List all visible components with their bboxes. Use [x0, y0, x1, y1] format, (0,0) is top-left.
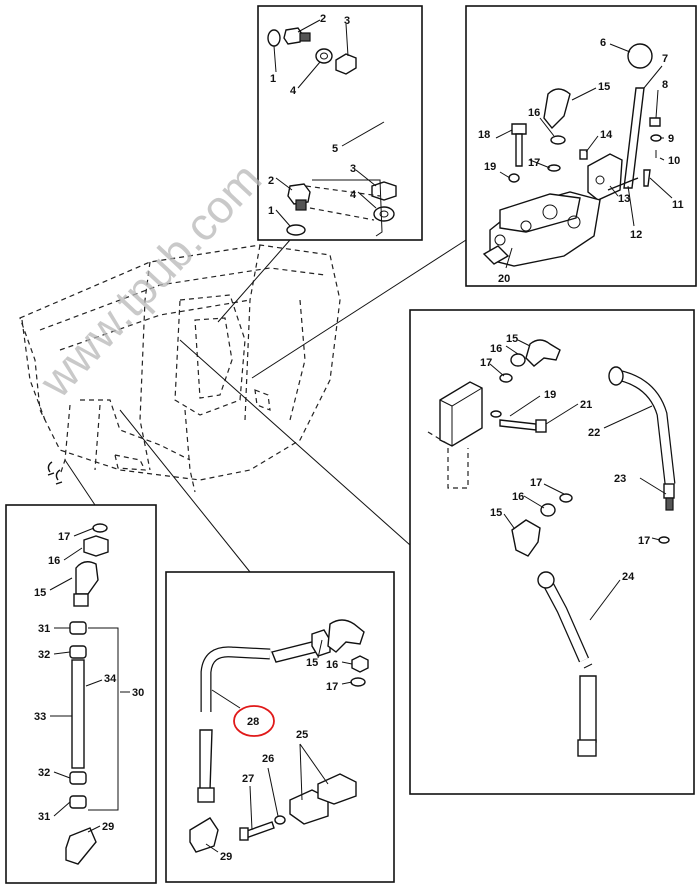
watermark-text: www.tpub.com [29, 153, 272, 408]
callout-r22: 22 [588, 427, 600, 439]
callout-l31: 31 [38, 623, 50, 635]
box-fittings-top: 2 3 1 4 5 3 2 4 1 [257, 5, 423, 241]
callout-r17c: 17 [638, 535, 650, 547]
callout-3b: 3 [350, 163, 356, 175]
callout-r17b: 17 [530, 477, 542, 489]
callout-12: 12 [630, 229, 642, 241]
callout-16: 16 [528, 107, 540, 119]
callout-r19: 19 [544, 389, 556, 401]
callout-14: 14 [600, 129, 613, 141]
callout-b16: 16 [326, 659, 338, 671]
callout-b29: 29 [220, 851, 232, 863]
callout-l33: 33 [34, 711, 46, 723]
callout-l32b: 32 [38, 767, 50, 779]
callout-b27: 27 [242, 773, 254, 785]
callout-b28: 28 [247, 716, 259, 728]
highlight-circle [233, 705, 275, 737]
box-tube-clamps: 15 16 17 28 25 26 27 29 [165, 571, 395, 883]
main-assembly [19, 244, 341, 493]
callout-4b: 4 [350, 189, 357, 201]
callout-4: 4 [290, 85, 297, 97]
callout-1b: 1 [268, 205, 274, 217]
callout-r24: 24 [622, 571, 635, 583]
callout-l17: 17 [58, 531, 70, 543]
callout-9: 9 [668, 133, 674, 145]
callout-b25: 25 [296, 729, 308, 741]
callout-r23: 23 [614, 473, 626, 485]
box-tube-assembly: 17 16 15 31 32 34 30 33 32 31 29 [5, 504, 157, 884]
callout-20: 20 [498, 273, 510, 285]
callout-l16: 16 [48, 555, 60, 567]
callout-13: 13 [618, 193, 630, 205]
callout-15: 15 [598, 81, 610, 93]
callout-6: 6 [600, 37, 606, 49]
callout-l32: 32 [38, 649, 50, 661]
callout-r16b: 16 [512, 491, 524, 503]
callout-r15: 15 [506, 333, 518, 345]
callout-l29: 29 [102, 821, 114, 833]
leader-lines [64, 239, 467, 573]
callout-11: 11 [672, 199, 684, 211]
callout-19: 19 [484, 161, 496, 173]
callout-1: 1 [270, 73, 276, 85]
callout-b17: 17 [326, 681, 338, 693]
callout-r16: 16 [490, 343, 502, 355]
box-hydraulic-tubes: 16 15 17 19 21 22 17 23 16 15 17 24 [409, 309, 695, 795]
callout-17: 17 [528, 157, 540, 169]
callout-7: 7 [662, 53, 668, 65]
callout-10: 10 [668, 155, 680, 167]
callout-2: 2 [320, 13, 326, 25]
callout-r15b: 15 [490, 507, 502, 519]
callout-l30: 30 [132, 687, 144, 699]
callout-3: 3 [344, 15, 350, 27]
box-control-valve: 6 7 15 16 8 18 14 9 17 10 19 13 11 12 20 [465, 5, 697, 287]
callout-r21: 21 [580, 399, 592, 411]
callout-l31b: 31 [38, 811, 50, 823]
callout-8: 8 [662, 79, 668, 91]
callout-l34: 34 [104, 673, 117, 685]
callout-l15: 15 [34, 587, 46, 599]
callout-5: 5 [332, 143, 338, 155]
callout-b26: 26 [262, 753, 274, 765]
callout-r17: 17 [480, 357, 492, 369]
callout-2b: 2 [268, 175, 274, 187]
callout-18: 18 [478, 129, 490, 141]
callout-b15: 15 [306, 657, 318, 669]
